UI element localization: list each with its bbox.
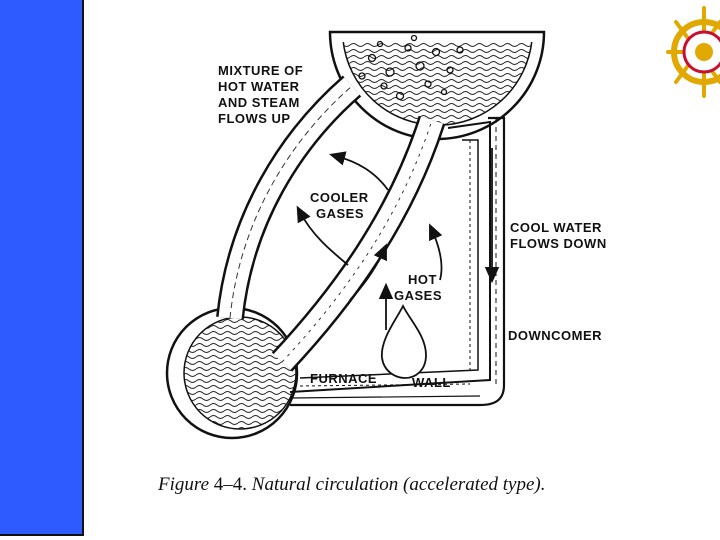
cooler-gases-arrow-upper [329,151,389,191]
inner-riser-tube [271,115,446,372]
label-cooler-gases: COOLER GASES [310,190,373,221]
label-furnace: FURNACE [310,371,377,386]
furnace-wall-downcomer [289,116,506,407]
label-hot-gases: HOT GASES [394,272,442,303]
label-cool-water: COOL WATER FLOWS DOWN [510,220,607,251]
caption-number: 4–4. [213,474,248,495]
steam-drum [328,30,546,141]
outer-riser-tube [216,75,362,320]
ship-wheel-icon [666,6,720,98]
caption-text: Natural circulation (accelerated type). [251,474,546,495]
label-downcomer: DOWNCOMER [508,328,602,343]
caption-prefix: Figure [158,474,210,495]
flame-icon [381,303,427,379]
blue-sidebar-panel [0,0,84,536]
flow-arrows [296,148,500,330]
riser-arrow [349,243,387,301]
cooler-gases-arrow-lower [296,205,349,266]
figure-caption: Figure 4–4. Natural circulation (acceler… [158,474,545,496]
mud-drum [165,306,299,440]
hot-gases-arrow-right [429,223,443,281]
label-mixture: MIXTURE OF HOT WATER AND STEAM FLOWS UP [218,63,307,126]
label-wall: WALL [412,375,451,390]
